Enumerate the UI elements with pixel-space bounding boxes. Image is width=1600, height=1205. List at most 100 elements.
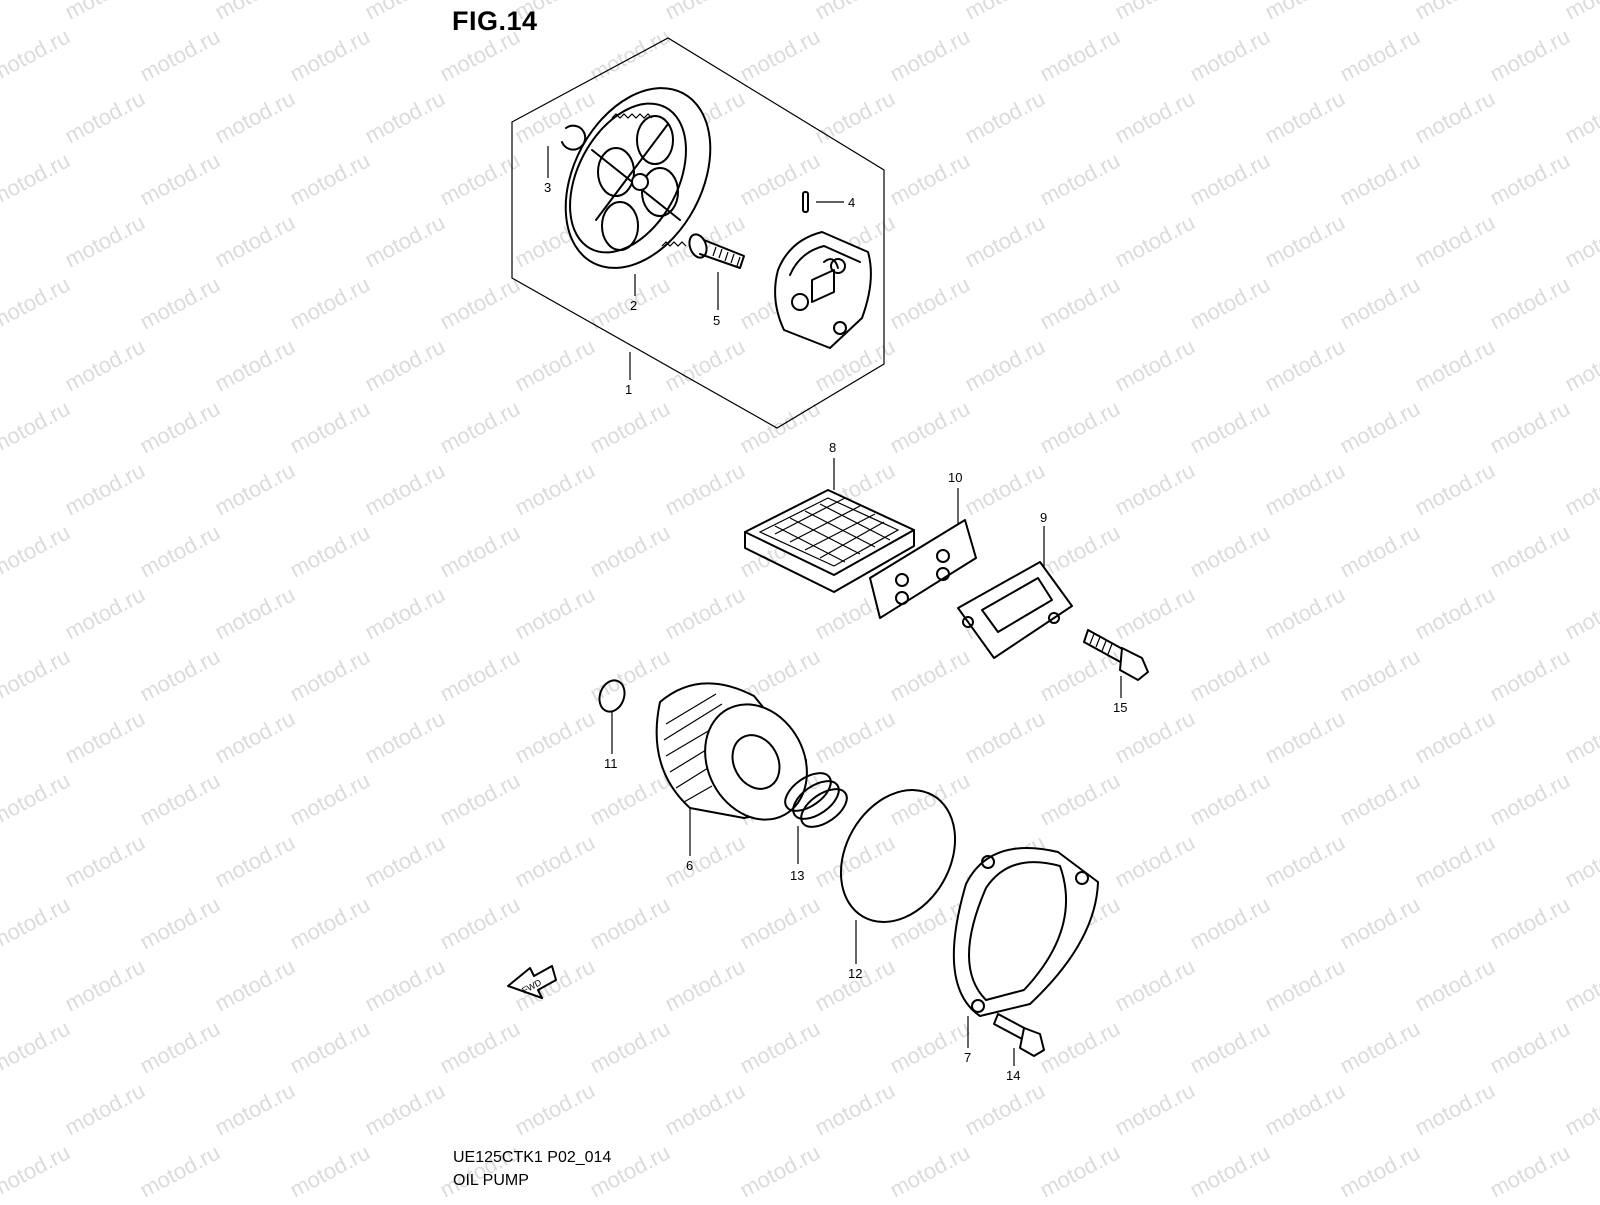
watermark-text: motod.ru (1261, 706, 1349, 769)
watermark-text: motod.ru (811, 954, 899, 1017)
watermark-text: motod.ru (1261, 210, 1349, 273)
watermark-text: motod.ru (1186, 644, 1274, 707)
watermark-text: motod.ru (1186, 892, 1274, 955)
watermark-text: motod.ru (61, 210, 149, 273)
watermark-text: motod.ru (811, 706, 899, 769)
watermark-text: motod.ru (1186, 272, 1274, 335)
callout-11: 11 (604, 756, 618, 771)
watermark-text: motod.ru (1411, 334, 1499, 397)
watermark-text: motod.ru (1486, 644, 1574, 707)
watermark-text: motod.ru (886, 396, 974, 459)
watermark-text: motod.ru (1186, 520, 1274, 583)
watermark-text: motod.ru (586, 892, 674, 955)
watermark-text: motod.ru (0, 1016, 74, 1079)
watermark-text: motod.ru (736, 892, 824, 955)
watermark-text: motod.ru (1111, 210, 1199, 273)
watermark-text: motod.ru (661, 0, 749, 24)
watermark-text: motod.ru (436, 396, 524, 459)
watermark-text: motod.ru (1411, 706, 1499, 769)
circlip (561, 124, 587, 151)
watermark-text: motod.ru (1411, 1078, 1499, 1141)
watermark-text: motod.ru (1111, 86, 1199, 149)
watermark-text: motod.ru (1486, 148, 1574, 211)
watermark-text: motod.ru (136, 272, 224, 335)
strainer-cap (957, 561, 1073, 659)
watermark-text: motod.ru (361, 706, 449, 769)
watermark-text: motod.ru (1036, 148, 1124, 211)
o-ring-large (839, 789, 957, 923)
callout-12: 12 (848, 966, 862, 981)
watermark-text: motod.ru (511, 582, 599, 645)
watermark-text: motod.ru (61, 0, 149, 24)
callout-1: 1 (625, 382, 632, 397)
watermark-text: motod.ru (1036, 768, 1124, 831)
callout-9: 9 (1040, 510, 1047, 525)
watermark-text: motod.ru (361, 954, 449, 1017)
filter-cap (952, 847, 1099, 1017)
oil-filter (655, 682, 808, 821)
watermark-text: motod.ru (586, 520, 674, 583)
watermark-text: motod.ru (361, 1078, 449, 1141)
watermark-text: motod.ru (1336, 24, 1424, 87)
watermark-text: motod.ru (586, 768, 674, 831)
pump-screw (688, 233, 745, 269)
watermark-text: motod.ru (736, 24, 824, 87)
watermark-text: motod.ru (136, 892, 224, 955)
bolt-lower (993, 1013, 1045, 1057)
watermark-text: motod.ru (61, 1078, 149, 1141)
watermark-text: motod.ru (61, 830, 149, 893)
oil-pump-assembly-outline (511, 37, 885, 429)
watermark-text: motod.ru (1411, 954, 1499, 1017)
watermark-text: motod.ru (1036, 644, 1124, 707)
watermark-text: motod.ru (361, 86, 449, 149)
watermark-text: motod.ru (586, 24, 674, 87)
watermark-text: motod.ru (211, 86, 299, 149)
watermark-text: motod.ru (811, 86, 899, 149)
watermark-text: motod.ru (286, 1016, 374, 1079)
watermark-text: motod.ru (211, 458, 299, 521)
callout-8: 8 (829, 440, 836, 455)
watermark-text: motod.ru (1336, 396, 1424, 459)
watermark-text: motod.ru (61, 334, 149, 397)
watermark-text: motod.ru (1486, 1016, 1574, 1079)
watermark-text: motod.ru (1111, 0, 1199, 24)
watermark-text: motod.ru (361, 830, 449, 893)
watermark-text: motod.ru (1261, 1078, 1349, 1141)
watermark-text: motod.ru (0, 520, 74, 583)
spring (784, 772, 848, 828)
watermark-text: motod.ru (436, 1016, 524, 1079)
watermark-text: motod.ru (1186, 148, 1274, 211)
figure-title: FIG.14 (452, 6, 538, 36)
watermark-text: motod.ru (661, 954, 749, 1017)
watermark-text: motod.ru (0, 644, 74, 707)
watermark-text: motod.ru (1111, 954, 1199, 1017)
watermark-text: motod.ru (961, 86, 1049, 149)
figure-caption: OIL PUMP (453, 1172, 529, 1189)
watermark-text: motod.ru (1036, 396, 1124, 459)
watermark-text: motod.ru (1561, 458, 1600, 521)
watermark-text: motod.ru (361, 582, 449, 645)
watermark-text: motod.ru (1486, 892, 1574, 955)
watermark-text: motod.ru (511, 830, 599, 893)
watermark-text: motod.ru (1186, 396, 1274, 459)
watermark-text: motod.ru (1561, 210, 1600, 273)
watermark-text: motod.ru (1336, 1016, 1424, 1079)
callout-2: 2 (630, 298, 637, 313)
callout-5: 5 (713, 313, 720, 328)
watermark-text: motod.ru (1336, 644, 1424, 707)
callout-4: 4 (848, 195, 855, 210)
watermark-text: motod.ru (286, 24, 374, 87)
watermark-text: motod.ru (286, 148, 374, 211)
watermark-text: motod.ru (886, 1140, 974, 1200)
watermark-text: motod.ru (286, 272, 374, 335)
watermark-text: motod.ru (961, 334, 1049, 397)
watermark-text: motod.ru (886, 1016, 974, 1079)
watermark-text: motod.ru (211, 0, 299, 24)
leader-lines (547, 146, 1122, 1066)
watermark-text: motod.ru (661, 458, 749, 521)
watermark-text: motod.ru (1336, 768, 1424, 831)
fwd-arrow-icon: FWD (507, 965, 557, 999)
watermark-text: motod.ru (436, 892, 524, 955)
watermark-text: motod.ru (61, 582, 149, 645)
